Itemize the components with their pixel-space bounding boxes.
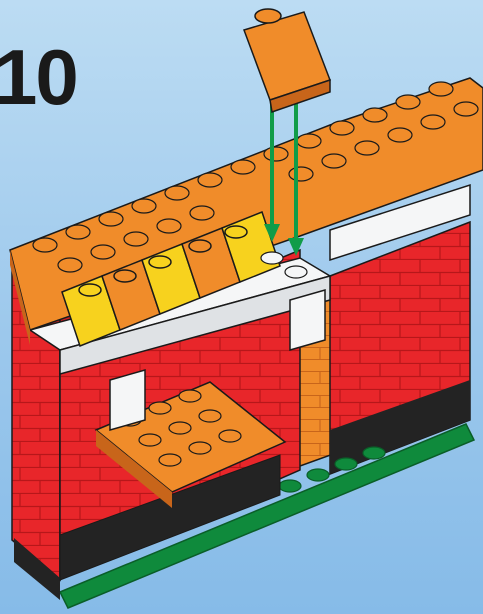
floating-orange-slope-brick (244, 9, 330, 112)
